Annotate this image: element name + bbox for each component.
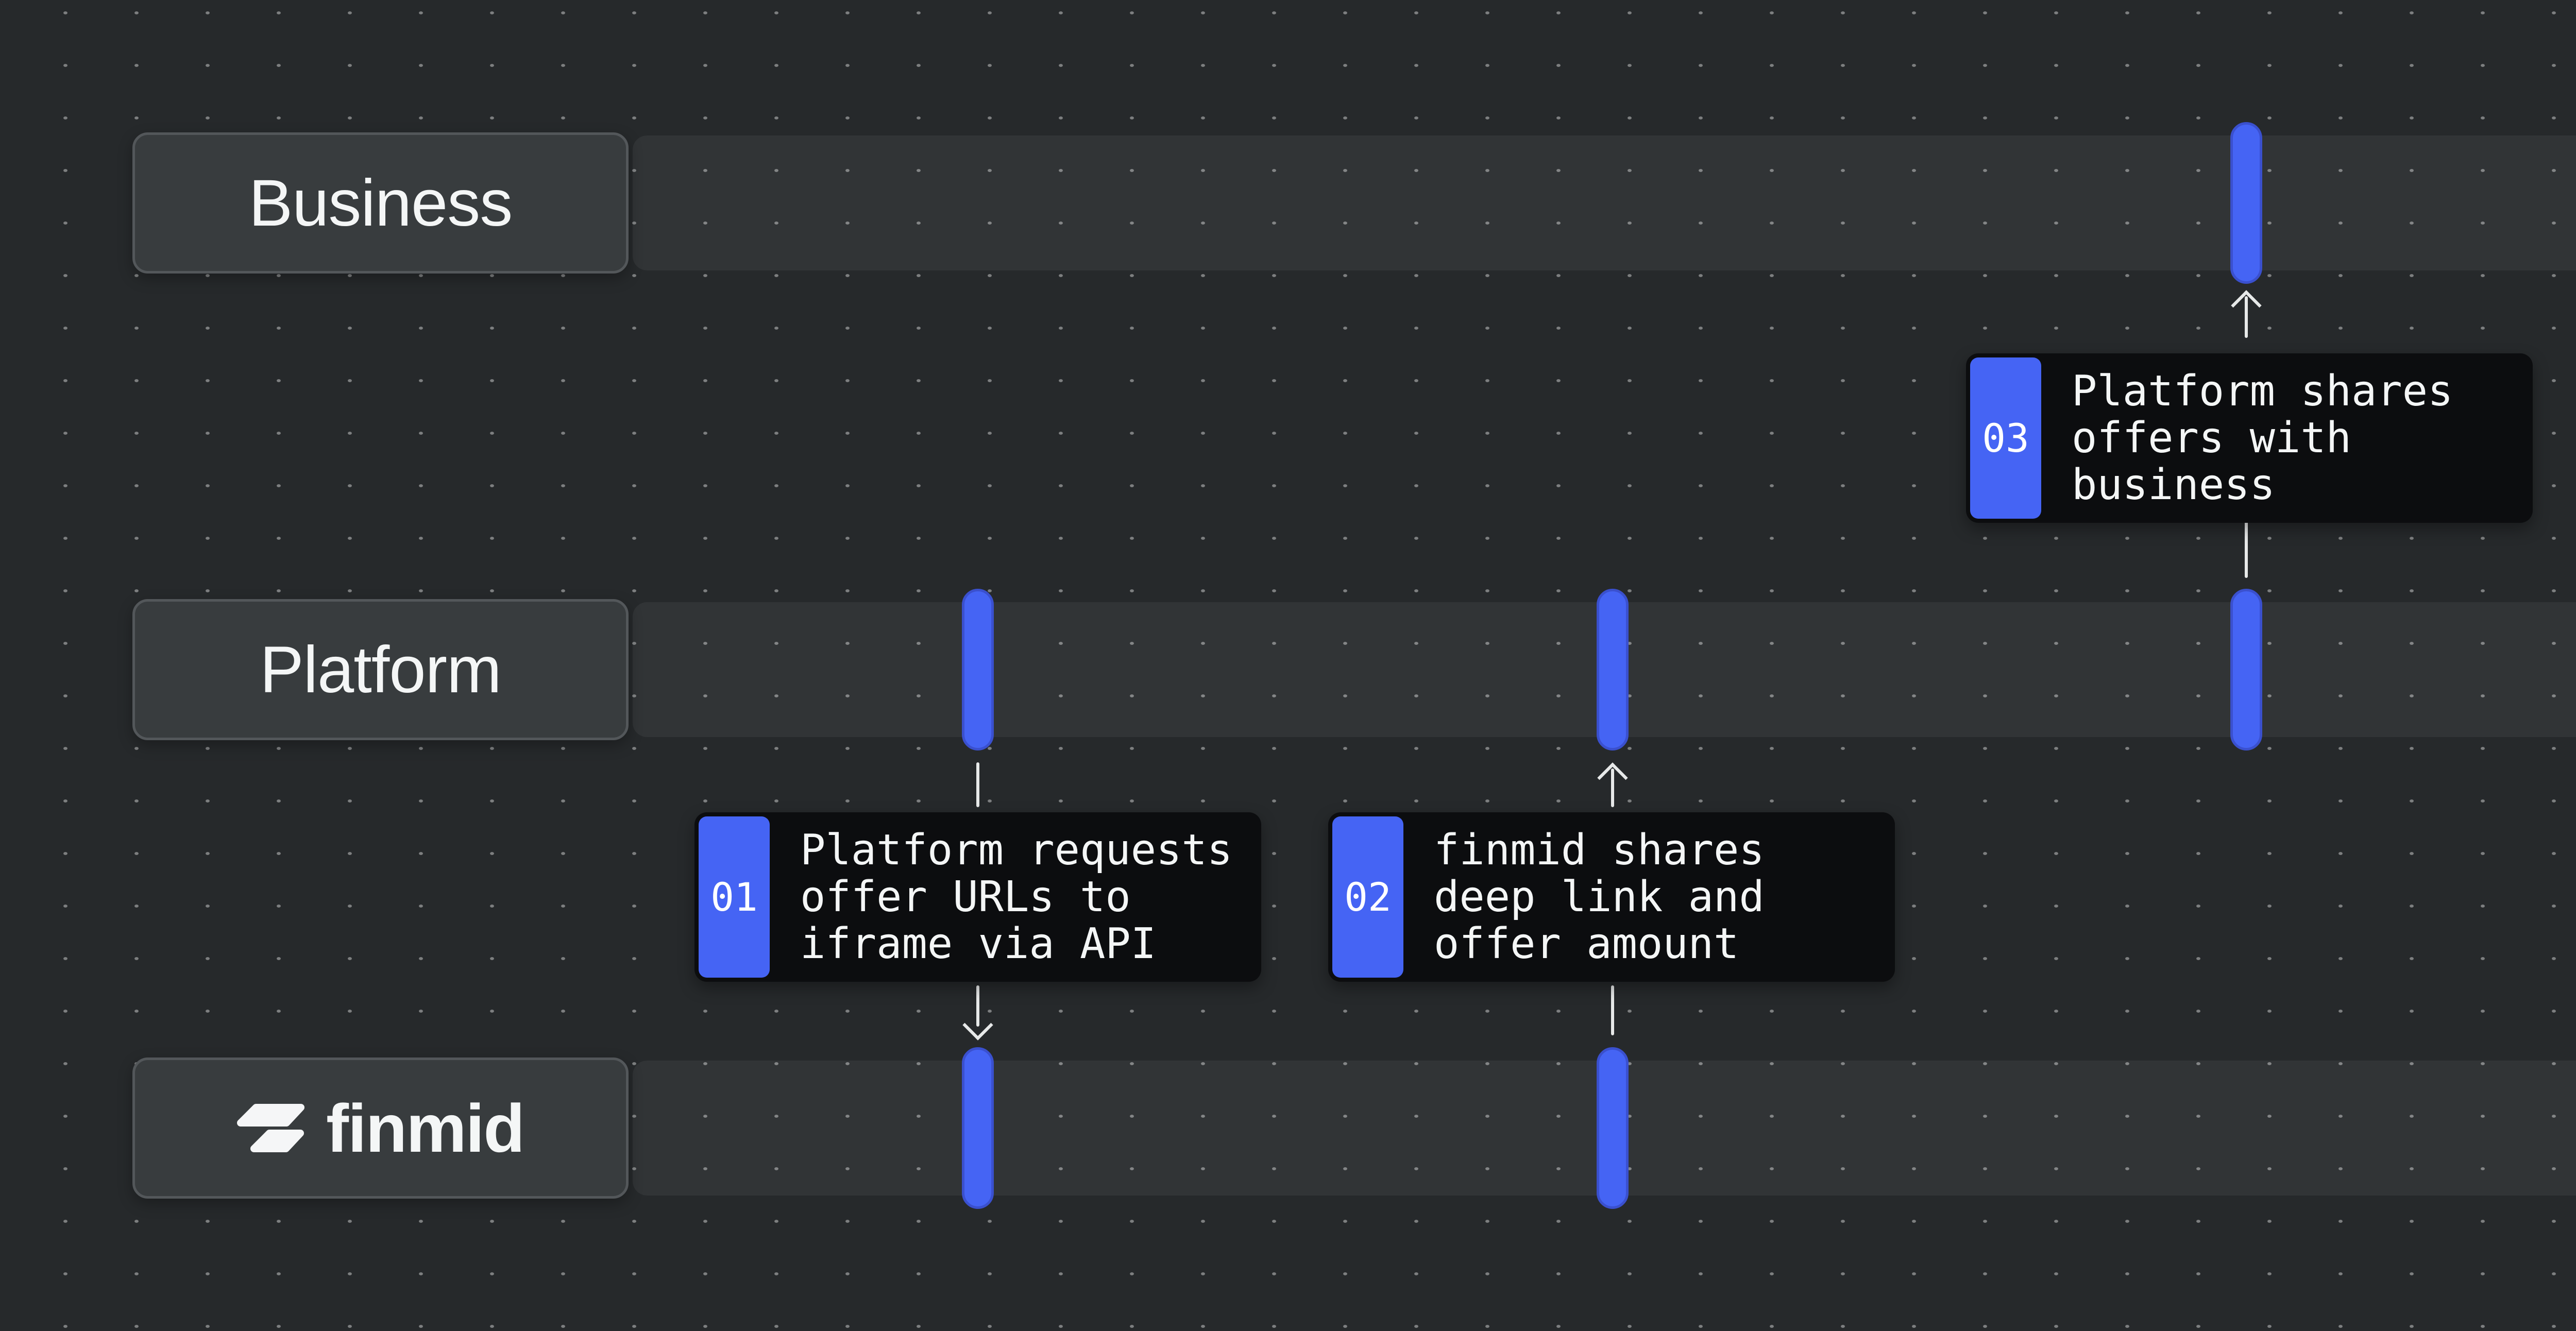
step-description-line: business — [2072, 460, 2275, 509]
step-number-badge-02: 02 — [1332, 816, 1403, 978]
pill-business-step03 — [2230, 122, 2262, 284]
finmid-wordmark: finmid — [326, 1090, 525, 1166]
step-number-badge-01: 01 — [699, 816, 770, 978]
step-description-line: Platform shares — [2072, 367, 2453, 416]
lane-label-finmid: finmid — [132, 1057, 629, 1199]
step-description-line: offer amount — [1434, 919, 1739, 968]
step-description-line: Platform requests — [800, 826, 1233, 875]
step-description-line: deep link and — [1434, 873, 1765, 922]
pill-finmid-step01 — [962, 1047, 994, 1209]
finmid-brand: finmid — [237, 1089, 525, 1167]
lane-label-platform-text: Platform — [260, 633, 502, 707]
step-description-line: iframe via API — [800, 919, 1157, 968]
step-card-03: 03 Platform shares offers with business — [1966, 353, 2533, 523]
arrow-step02-lower-line — [1611, 985, 1614, 1035]
step-number-badge-03: 03 — [1970, 357, 2041, 519]
lane-label-platform: Platform — [132, 599, 629, 740]
pill-platform-step02 — [1597, 589, 1629, 750]
pill-platform-step03 — [2230, 589, 2262, 750]
step-description-line: finmid shares — [1434, 826, 1765, 875]
lane-bar-business — [633, 135, 2576, 270]
step-card-02: 02 finmid shares deep link and offer amo… — [1328, 812, 1895, 982]
finmid-logo-icon — [237, 1103, 305, 1152]
pill-platform-step01 — [962, 589, 994, 750]
arrow-step01-upper-line — [976, 762, 979, 807]
arrow-step03-lower-line — [2245, 520, 2248, 578]
lane-label-business-text: Business — [248, 166, 513, 240]
arrow-step02-upper-line — [1611, 769, 1614, 807]
lane-label-business: Business — [132, 132, 629, 274]
step-description-line: offer URLs to — [800, 873, 1131, 922]
arrow-step01-lower-line — [976, 985, 979, 1027]
arrow-step03-upper-line — [2245, 296, 2248, 338]
pill-finmid-step02 — [1597, 1047, 1629, 1209]
step-card-01: 01 Platform requests offer URLs to ifram… — [694, 812, 1261, 982]
step-description-line: offers with — [2072, 414, 2352, 463]
